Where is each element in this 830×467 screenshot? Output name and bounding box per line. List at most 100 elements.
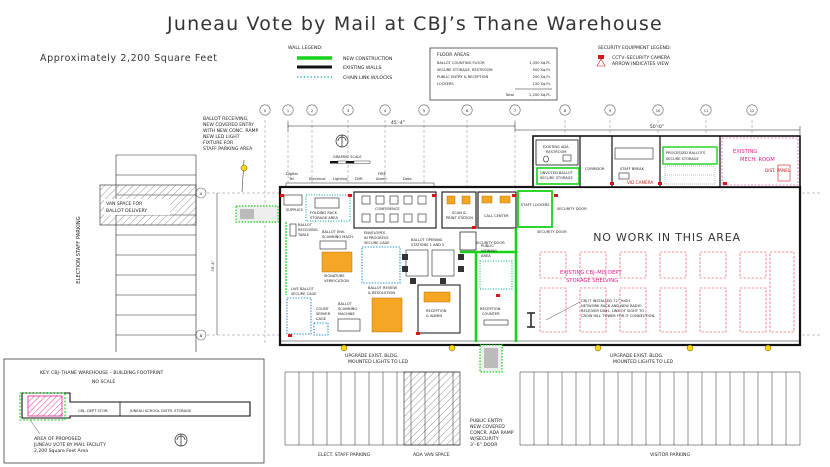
floor-areas-heading: FLOOR AREAS: xyxy=(437,52,471,58)
ada-van-space xyxy=(403,371,461,446)
env-progress-label-2: IN PROGRESS xyxy=(364,236,389,240)
floor-area-label-1: BALLOT COUNTING FLOOR xyxy=(437,61,485,65)
chair xyxy=(375,195,385,205)
light-icon xyxy=(240,164,248,172)
ballot-scan-label: BALLOT xyxy=(338,302,353,306)
processed-shelving xyxy=(664,165,716,185)
camera-icon xyxy=(610,182,614,185)
dimension-35: 35’-4” xyxy=(211,193,218,335)
svg-text:FIRE: FIRE xyxy=(378,172,387,176)
camera-icon xyxy=(472,226,476,229)
public-viewing-label: PUBLIC xyxy=(481,244,494,248)
wall-legend-heading: WALL LEGEND: xyxy=(288,45,323,51)
dimension-45: 45’-4” xyxy=(287,120,516,131)
floor-area-total-label: Total xyxy=(505,93,514,97)
staff-lockers xyxy=(517,190,553,228)
floor-area-value-3: 200 Sq.Ft. xyxy=(533,75,551,79)
count-server-cage xyxy=(313,322,329,336)
ballot-receiving-label-3: TABLE xyxy=(297,233,310,237)
chair xyxy=(458,254,464,260)
key-proposed-outline xyxy=(19,392,66,421)
svg-text:NETWORK RACK AND NEW RADIO: NETWORK RACK AND NEW RADIO xyxy=(581,304,642,308)
key-area-3: 2,200 Square Feet Area xyxy=(34,448,88,454)
key-area-1: AREA OF PROPOSED xyxy=(34,436,81,442)
camera-icon xyxy=(496,294,500,297)
svg-text:35’-4”: 35’-4” xyxy=(211,260,215,271)
floor-area-value-4: 150 Sq.Ft. xyxy=(533,82,551,86)
cbj-shelving-label: EXISTING CBJ–MIS DEPT xyxy=(560,270,623,276)
key-area-2: JUNEAU VOTE BY MAIL FACILITY xyxy=(33,442,106,448)
mech-room-label-2: MECH. ROOM xyxy=(740,157,775,163)
grid-label: 0 xyxy=(264,109,267,113)
key-proposed-area xyxy=(27,395,63,417)
light-icon xyxy=(340,344,348,352)
lights-note-right: UPGRADE EXIST. BLDG. MOUNTED LIGHTS TO L… xyxy=(610,353,674,365)
camera-icon xyxy=(596,55,606,67)
grid-bubble: 9 xyxy=(604,104,616,116)
scan-label: SCAN & xyxy=(452,211,466,215)
chair xyxy=(361,213,371,223)
security-legend: SECURITY EQUIPMENT LEGEND: CCTV–SECURITY… xyxy=(596,45,671,67)
grid-bubble: 5 xyxy=(418,104,430,116)
shelving-unit xyxy=(539,251,567,279)
grid-label: 11 xyxy=(704,109,709,113)
svg-text:PUBLIC ENTRY: PUBLIC ENTRY xyxy=(470,418,503,424)
grid-bubble: 2 xyxy=(306,104,318,116)
svg-text:A: A xyxy=(200,192,203,196)
camera-icon xyxy=(554,194,558,197)
processed-label-2: SECURE STORAGE xyxy=(666,157,699,161)
public-entry-note: PUBLIC ENTRY NEW COVERED CONCR. ADA RAMP… xyxy=(470,418,514,448)
public-viewing-area xyxy=(479,260,513,290)
admin-desk xyxy=(423,291,451,303)
shelving-unit xyxy=(769,251,795,333)
ballot-review-label: BALLOT REVIEW xyxy=(368,286,398,290)
svg-text:W/SECURITY: W/SECURITY xyxy=(470,436,499,442)
floor-area-label-2: SECURE STORAGE, RESTROOM xyxy=(437,68,493,72)
svg-text:Alarm: Alarm xyxy=(376,177,387,181)
row-bubble-b: B xyxy=(195,329,207,341)
env-scanning-machine xyxy=(319,240,347,250)
svg-text:BALLOT RECEIVING,: BALLOT RECEIVING, xyxy=(203,116,249,122)
chair xyxy=(402,254,408,260)
grid-bubble: 12 xyxy=(746,104,758,116)
call-desk-2 xyxy=(499,195,511,204)
signature-label: SIGNATURE xyxy=(324,274,345,278)
opening-station-1 xyxy=(405,249,429,277)
live-ballot-label: LIVE BALLOT xyxy=(291,287,315,291)
conference-room xyxy=(353,191,437,229)
staff-lockers-label: STAFF LOCKERS xyxy=(521,203,550,207)
svg-text:MOUNTED LIGHTS TO LED: MOUNTED LIGHTS TO LED xyxy=(348,359,409,365)
chair xyxy=(440,278,446,284)
ballot-scanning-machine xyxy=(337,318,361,332)
key-footprint xyxy=(21,392,251,419)
svg-text:Digital: Digital xyxy=(286,172,298,176)
grid-label: 9 xyxy=(609,109,612,113)
public-viewing-label-2: VIEWING xyxy=(481,249,497,253)
svg-text:STAFF PARKING AREA: STAFF PARKING AREA xyxy=(203,146,253,152)
svg-text:Tel: Tel xyxy=(288,177,294,181)
shelving-unit xyxy=(539,287,567,333)
live-ballot-label-2: SECURE CAGE xyxy=(291,292,317,296)
camera-icon xyxy=(280,194,284,197)
svg-text:Lighting: Lighting xyxy=(333,177,348,181)
reception-label: RECEPTION xyxy=(426,309,447,313)
grid-label: 8 xyxy=(564,109,567,113)
election-staff-parking: VAN SPACE FOR BALLOT DELIVERY ELECTION S… xyxy=(76,154,197,352)
floor-areas-box xyxy=(429,47,558,101)
public-viewing-label-3: AREA xyxy=(481,254,491,258)
camera-icon xyxy=(348,194,352,197)
light-icon xyxy=(764,344,772,352)
chair xyxy=(375,213,385,223)
key-dept-stor: CBJ– DEPT STOR. xyxy=(78,409,108,413)
floor-area-label-3: PUBLIC ENTRY & RECEPTION xyxy=(437,75,488,79)
svg-text:B: B xyxy=(200,334,203,338)
break-table xyxy=(618,172,630,180)
svg-text:NEW COVERED: NEW COVERED xyxy=(470,424,505,430)
floor-area-total-value: 2,200 Sq.Ft. xyxy=(529,93,551,97)
env-progress-label-3: SECURE CAGE xyxy=(364,241,390,245)
election-staff-parking-label: ELECTION STAFF PARKING xyxy=(76,216,82,283)
shelving-unit xyxy=(619,287,647,333)
secure-closet xyxy=(459,231,477,251)
grid-bubble: 10 xyxy=(652,104,664,116)
reception-counter xyxy=(483,319,509,326)
